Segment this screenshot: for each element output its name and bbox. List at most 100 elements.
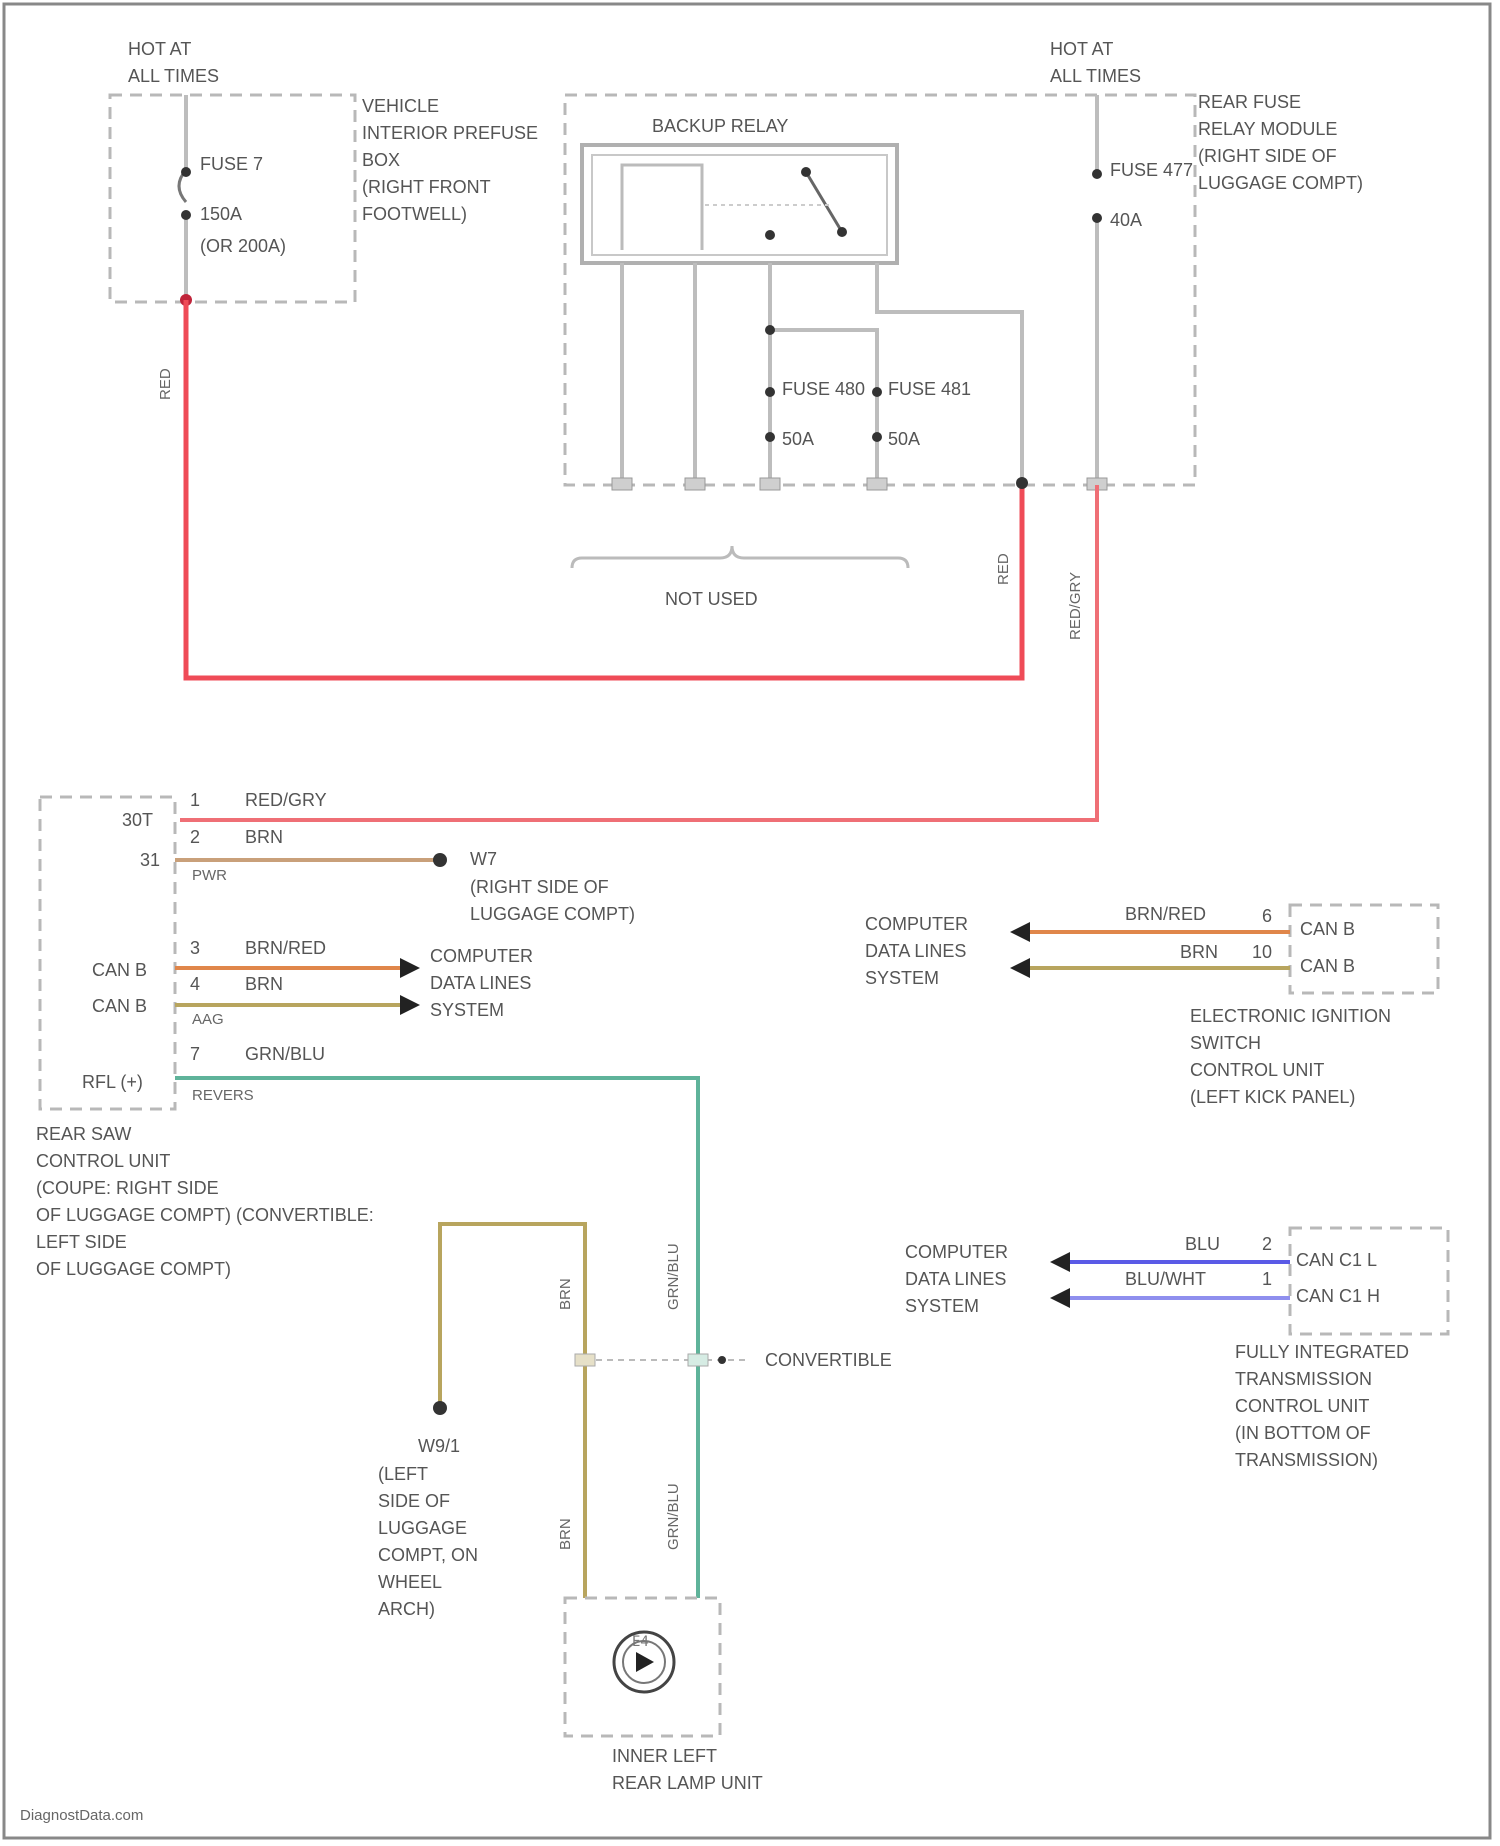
svg-text:GRN/BLU: GRN/BLU <box>245 1044 325 1064</box>
fuse-477-label: FUSE 477 <box>1110 160 1193 180</box>
transmission-cdl-arrow-1 <box>1050 1252 1070 1272</box>
fuse-477-rating: 40A <box>1110 210 1142 230</box>
wire-grn-blu-upper-label: GRN/BLU <box>665 1243 682 1310</box>
watermark: DiagnostData.com <box>20 1807 143 1824</box>
fuse-7-node-top <box>181 167 191 177</box>
svg-text:3: 3 <box>190 938 200 958</box>
svg-text:PWR: PWR <box>192 867 227 884</box>
fuse-7-label: FUSE 7 <box>200 154 263 174</box>
convertible-connector-brn <box>575 1354 595 1366</box>
fuse-480-label: FUSE 480 <box>782 379 865 399</box>
fuse-7-rating: 150A <box>200 204 242 224</box>
not-used-brace <box>572 546 908 568</box>
svg-text:CAN B: CAN B <box>92 996 147 1016</box>
relay-switch-pivot <box>801 167 811 177</box>
ground-w9-node <box>433 1401 447 1415</box>
svg-text:31: 31 <box>140 850 160 870</box>
transmission-pin-a: 2 <box>1262 1234 1272 1254</box>
transmission-pin-a-label: CAN C1 L <box>1296 1250 1377 1270</box>
fuse-480-rating: 50A <box>782 429 814 449</box>
wire-red-feed <box>186 300 1022 678</box>
fuse-481-node-top <box>872 387 882 397</box>
wire-brn-lower-label: BRN <box>557 1518 574 1550</box>
fuse-481-branch <box>770 330 877 480</box>
fuse-477-node-bottom <box>1092 213 1102 223</box>
fuse-481-rating: 50A <box>888 429 920 449</box>
fuse-481-node-bottom <box>872 432 882 442</box>
svg-text:REVERS: REVERS <box>192 1087 254 1104</box>
relay-node <box>765 230 775 240</box>
ground-w9-label: W9/1 <box>418 1436 460 1456</box>
rear-saw-control-unit-outline <box>40 797 175 1109</box>
lamp-diode-icon <box>636 1652 654 1672</box>
relay-module-red-node <box>1016 477 1028 489</box>
ignition-cdl-arrow-2 <box>1010 958 1030 978</box>
fuse-7-rating-alt: (OR 200A) <box>200 236 286 256</box>
fuse-480-node-top <box>765 387 775 397</box>
transmission-pin-b-label: CAN C1 H <box>1296 1286 1380 1306</box>
fuse-477-node-top <box>1092 169 1102 179</box>
ground-w7-node <box>433 853 447 867</box>
ignition-pin-a: 6 <box>1262 906 1272 926</box>
svg-text:BRN/RED: BRN/RED <box>245 938 326 958</box>
rear-saw-pin-can-b-2: CAN B 4 BRN AAG <box>92 974 283 1028</box>
wire-grn-blu-lower-label: GRN/BLU <box>665 1483 682 1550</box>
relay-switch-contact <box>837 227 847 237</box>
lamp-symbol: E4 <box>632 1634 649 1650</box>
rear-saw-pin-31: 31 2 BRN PWR <box>140 827 283 884</box>
convertible-connector-grn <box>688 1354 708 1366</box>
wire-red-gry-feed <box>180 485 1097 820</box>
not-used-label: NOT USED <box>665 589 758 609</box>
transmission-pin-b: 1 <box>1262 1269 1272 1289</box>
fuse-480-node-bottom <box>765 432 775 442</box>
svg-text:BRN: BRN <box>245 974 283 994</box>
wire-red-label-right: RED <box>995 553 1012 585</box>
ignition-wire-b: BRN <box>1180 942 1218 962</box>
svg-text:2: 2 <box>190 827 200 847</box>
convertible-label: CONVERTIBLE <box>765 1350 892 1370</box>
transmission-control-unit-outline <box>1290 1228 1448 1334</box>
backup-relay-label: BACKUP RELAY <box>652 116 788 136</box>
hot-at-all-times-label-right: HOT ATALL TIMES <box>1050 39 1141 86</box>
fuse-branch-node <box>765 325 775 335</box>
transmission-wire-a: BLU <box>1185 1234 1220 1254</box>
svg-text:4: 4 <box>190 974 200 994</box>
ground-w7-label: W7 <box>470 849 497 869</box>
convertible-node <box>718 1356 726 1364</box>
rear-saw-pin-rfl: RFL (+) 7 GRN/BLU REVERS <box>82 1044 325 1104</box>
relay-switch-arm <box>806 172 842 232</box>
svg-text:1: 1 <box>190 790 200 810</box>
wire-red-label-left: RED <box>157 368 174 400</box>
svg-text:RED/GRY: RED/GRY <box>245 790 327 810</box>
rear-saw-pin-30t: 30T 1 RED/GRY <box>122 790 327 830</box>
transmission-cdl-arrow-2 <box>1050 1288 1070 1308</box>
ignition-wire-a: BRN/RED <box>1125 904 1206 924</box>
rear-saw-pin-can-b-1: CAN B 3 BRN/RED <box>92 938 326 980</box>
ignition-cdl-arrow-1 <box>1010 922 1030 942</box>
wire-brn-upper-label: BRN <box>557 1278 574 1310</box>
svg-text:AAG: AAG <box>192 1011 224 1028</box>
fuse-7-node-bottom <box>181 210 191 220</box>
relay-coil <box>622 165 702 250</box>
svg-text:CAN B: CAN B <box>92 960 147 980</box>
cdl-arrow-1 <box>400 958 420 978</box>
svg-text:30T: 30T <box>122 810 153 830</box>
wire-red-gry-label-right: RED/GRY <box>1067 572 1084 640</box>
hot-at-all-times-label-left: HOT ATALL TIMES <box>128 39 219 86</box>
rear-fuse-relay-module-outline <box>565 95 1195 485</box>
svg-text:RFL (+): RFL (+) <box>82 1072 143 1092</box>
svg-text:BRN: BRN <box>245 827 283 847</box>
ignition-pin-a-label: CAN B <box>1300 919 1355 939</box>
